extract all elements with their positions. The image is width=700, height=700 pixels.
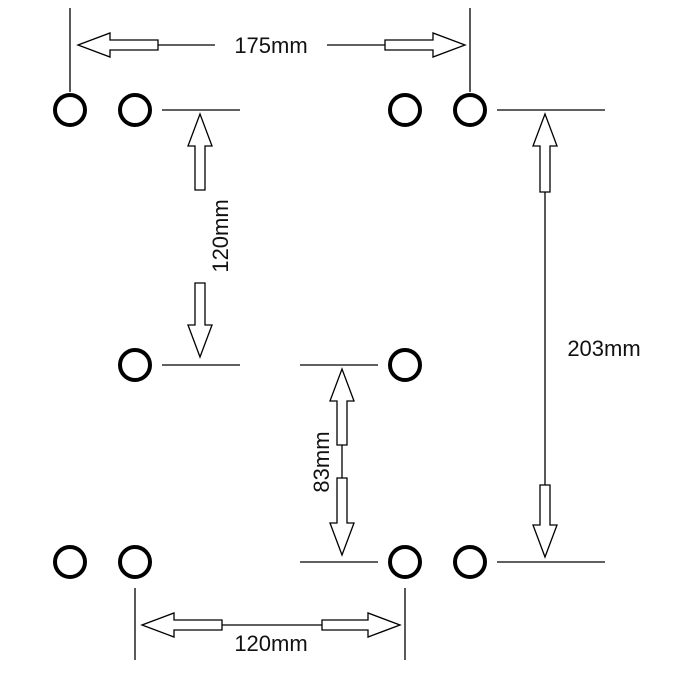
dimension-label-upper-vertical: 120mm	[208, 199, 233, 272]
hole-middle-1	[118, 348, 152, 382]
arrow-left-icon	[140, 612, 223, 638]
arrow-left-icon	[76, 32, 159, 58]
arrow-right-icon	[321, 612, 402, 638]
dimension-label-bottom-width: 120mm	[234, 631, 307, 656]
hole-middle-2	[388, 348, 422, 382]
dimension-label-middle-vertical: 83mm	[309, 431, 334, 492]
dimension-overall-vertical: 203mm	[532, 112, 641, 559]
arrow-right-icon	[384, 32, 467, 58]
hole-top-3	[388, 93, 422, 127]
hole-bottom-2	[118, 545, 152, 579]
dimension-label-top-width: 175mm	[234, 33, 307, 58]
dimension-middle-vertical: 83mm	[309, 367, 355, 557]
arrow-up-icon	[532, 112, 558, 193]
hole-top-1	[53, 93, 87, 127]
dimension-label-overall-vertical: 203mm	[567, 336, 640, 361]
hole-top-4	[453, 93, 487, 127]
arrow-down-icon	[532, 484, 558, 559]
hole-bottom-3	[388, 545, 422, 579]
dimension-top-width: 175mm	[76, 32, 467, 58]
arrow-up-icon	[187, 112, 213, 191]
hole-bottom-4	[453, 545, 487, 579]
dimension-upper-vertical: 120mm	[187, 112, 233, 359]
hole-bottom-1	[53, 545, 87, 579]
dimension-bottom-width: 120mm	[140, 612, 402, 656]
arrow-down-icon	[187, 282, 213, 359]
hole-top-2	[118, 93, 152, 127]
